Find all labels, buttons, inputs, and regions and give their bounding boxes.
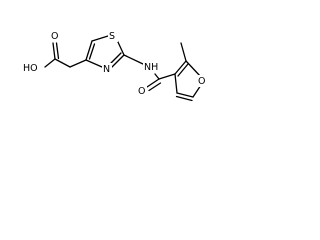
bond-c2-nh [123,54,144,65]
bond-c5f-c4f-double-b [175,95,193,102]
acid-carbonyl-oxygen-label: O [51,31,58,42]
bond-c2f-methyl [180,42,187,62]
amide-nh-label: NH [144,62,158,73]
bond-c1-o-double-b [55,42,60,60]
atom-label-layer: HO O S N NH O O [22,30,207,97]
thiazole-sulfur-label: S [109,31,115,42]
bond-camide-o-double-a [146,78,160,88]
bond-c4-c5-double-b [88,43,96,60]
bond-c5f-c4f-double-a [176,92,194,98]
bond-s-c2 [116,39,125,56]
bond-c3-c2f-double-b [177,63,189,77]
hydroxyl-label: HO [23,63,38,74]
amide-oxygen-label: O [138,86,145,97]
bond-layer [44,35,202,102]
bond-c1-ch2 [54,58,71,68]
thiazole-nitrogen-label: N [103,64,110,75]
bond-c2-n3-double-b [110,52,122,64]
bond-camide-o-double-b [148,82,162,92]
bond-c3-c2f-double-a [174,60,187,75]
bond-nh-camide [154,73,160,80]
bond-c2f-o [185,60,202,78]
bond-ho-c1 [44,58,56,68]
bond-c1-o-double-a [52,42,56,60]
bond-c2-n3-double-a [111,54,125,68]
bond-n3-c4 [85,59,103,68]
bond-c4-c5-double-a [85,40,93,61]
furan-oxygen-label: O [198,76,205,87]
bond-camide-c3 [158,73,176,80]
bond-c5-s [91,35,109,42]
bond-ch2-c4 [69,59,87,68]
bond-c4f-c3 [174,73,178,94]
molecule-structure-diagram: HO O S N NH O O [22,30,207,102]
